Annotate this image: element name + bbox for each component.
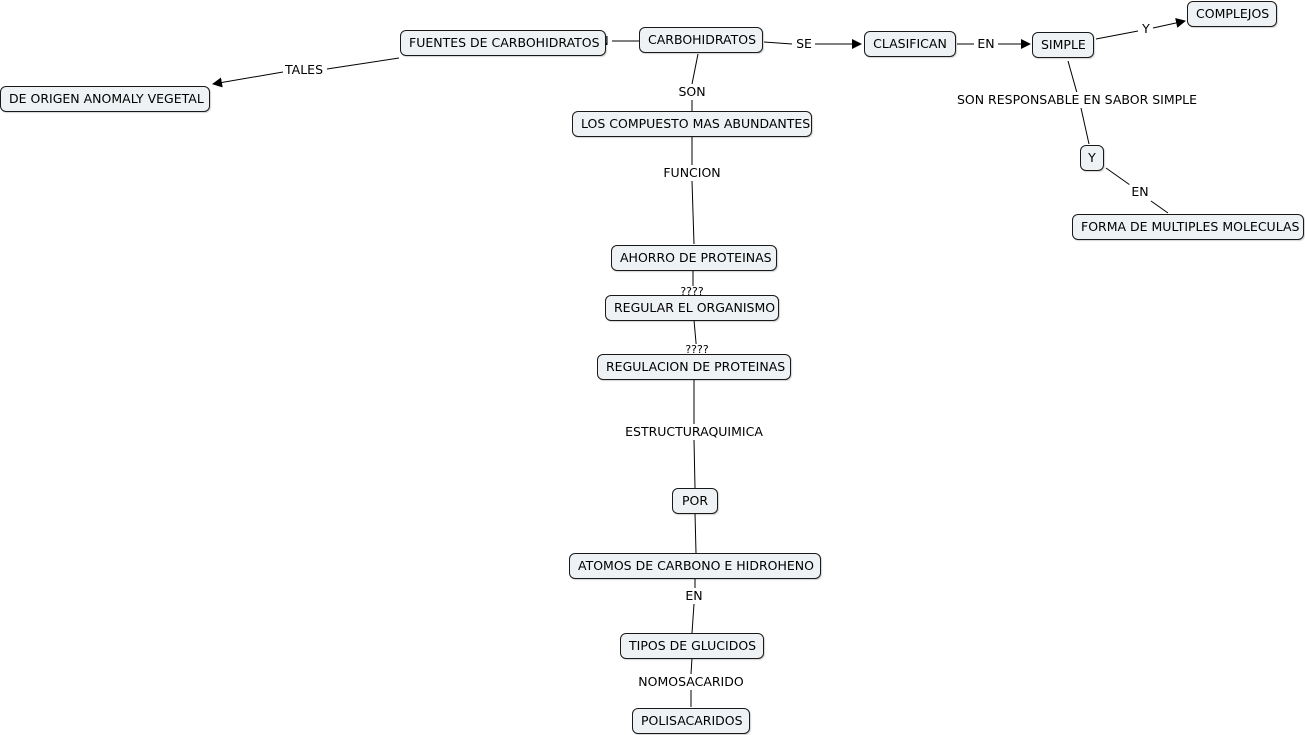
node-regular-el-organismo[interactable]: REGULAR EL ORGANISMO [605, 295, 779, 321]
link-label-en-clasifican: EN [975, 36, 997, 52]
node-polisacaridos[interactable]: POLISACARIDOS [632, 708, 750, 734]
link-en-forma [1150, 200, 1169, 214]
node-forma-de-multiples-moleculas[interactable]: FORMA DE MULTIPLES MOLECULAS [1072, 214, 1304, 240]
link-fuentes-tales [326, 57, 400, 70]
link-en-tipos [691, 603, 695, 634]
node-simple[interactable]: SIMPLE [1032, 32, 1094, 58]
node-y[interactable]: Y [1080, 145, 1104, 171]
link-carbo-son [691, 53, 699, 85]
link-y-en [1105, 167, 1131, 186]
node-de-origen-anomaly-vegetal[interactable]: DE ORIGEN ANOMALY VEGETAL [0, 86, 210, 112]
link-label-funcion: FUNCION [661, 165, 723, 181]
link-simple-responsable [1067, 60, 1078, 94]
link-simple-y [1095, 30, 1139, 40]
node-regulacion-de-proteinas[interactable]: REGULACION DE PROTEINAS [597, 354, 791, 380]
link-label-question-2: ???? [684, 343, 710, 356]
node-los-compuesto-mas-abundantes[interactable]: LOS COMPUESTO MAS ABUNDANTES [572, 111, 812, 137]
link-label-y-complejos: Y [1140, 21, 1152, 37]
node-atomos-de-carbono-e-hidroheno[interactable]: ATOMOS DE CARBONO E HIDROHENO [569, 553, 821, 579]
link-tipos-nomosacarido [690, 657, 693, 675]
link-label-nomosacarido: NOMOSACARIDO [636, 674, 746, 690]
link-label-estructuraquimica: ESTRUCTURAQUIMICA [623, 424, 765, 440]
link-por-atomos [694, 512, 697, 554]
link-label-tales: TALES [282, 62, 326, 78]
node-tipos-de-glucidos[interactable]: TIPOS DE GLUCIDOS [620, 633, 764, 659]
link-label-se: SE [794, 36, 814, 52]
link-responsable-y [1080, 107, 1090, 145]
link-label-son-responsable: SON RESPONSABLE EN SABOR SIMPLE [954, 92, 1200, 108]
link-tales-origen [212, 71, 284, 88]
node-ahorro-de-proteinas[interactable]: AHORRO DE PROTEINAS [611, 245, 777, 271]
node-complejos[interactable]: COMPLEJOS [1187, 1, 1277, 27]
node-por[interactable]: POR [672, 488, 718, 514]
link-label-en-atomos: EN [683, 588, 705, 604]
link-carbo-se [763, 41, 793, 45]
node-fuentes-de-carbohidratos[interactable]: FUENTES DE CARBOHIDRATOS [400, 30, 606, 56]
link-label-son: SON [676, 84, 708, 100]
link-label-en-forma: EN [1129, 184, 1151, 200]
link-y-complejos [1152, 18, 1186, 29]
link-estructura-por [693, 439, 696, 489]
node-carbohidratos[interactable]: CARBOHIDRATOS [639, 27, 763, 53]
node-clasifican[interactable]: CLASIFICAN [864, 31, 956, 57]
link-funcion-ahorro [691, 180, 695, 245]
